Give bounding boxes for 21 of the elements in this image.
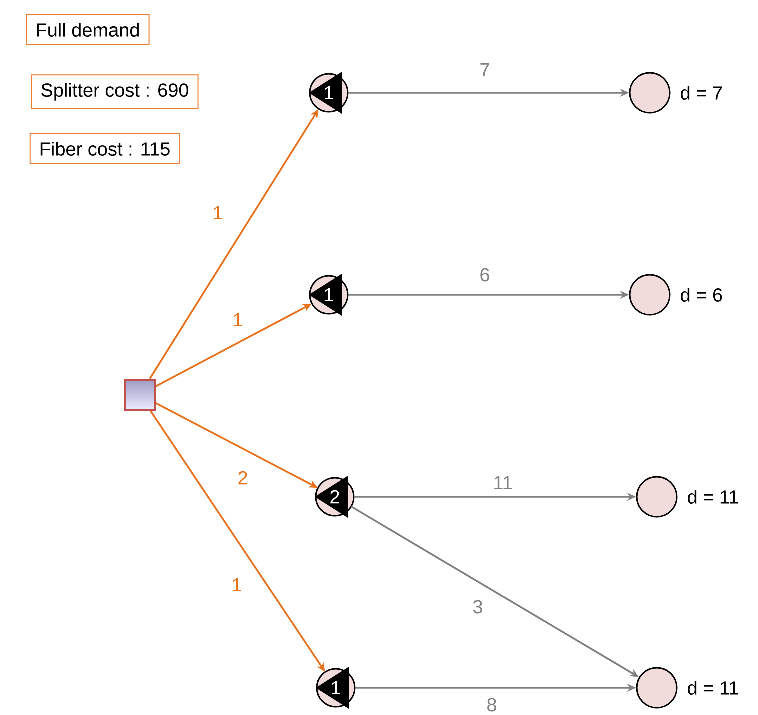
demand-label: d = 6: [681, 288, 722, 302]
text-box: Full demand: [26, 14, 150, 46]
demand-circle: [636, 476, 678, 518]
edge-label: 6: [478, 267, 492, 283]
edge-label: 11: [492, 475, 514, 491]
edge-label: 1: [230, 577, 244, 593]
demand-label: d = 11: [688, 490, 738, 504]
source-square: [124, 379, 156, 411]
text-box: Fiber cost : 115: [30, 134, 180, 164]
demand-circle: [629, 274, 671, 316]
edge-label: 1: [212, 205, 224, 221]
edge-label: 1: [232, 312, 244, 328]
text-box: Splitter cost : 690: [31, 74, 199, 110]
demand-circle: [636, 667, 678, 709]
demand-label: d = 7: [681, 86, 722, 100]
edge-label: 7: [478, 62, 492, 78]
edge-label: 8: [486, 697, 498, 713]
demand-circle: [629, 72, 671, 114]
edge-label: 2: [236, 470, 250, 486]
demand-label: d = 11: [688, 681, 738, 695]
edge-label: 3: [472, 599, 484, 615]
